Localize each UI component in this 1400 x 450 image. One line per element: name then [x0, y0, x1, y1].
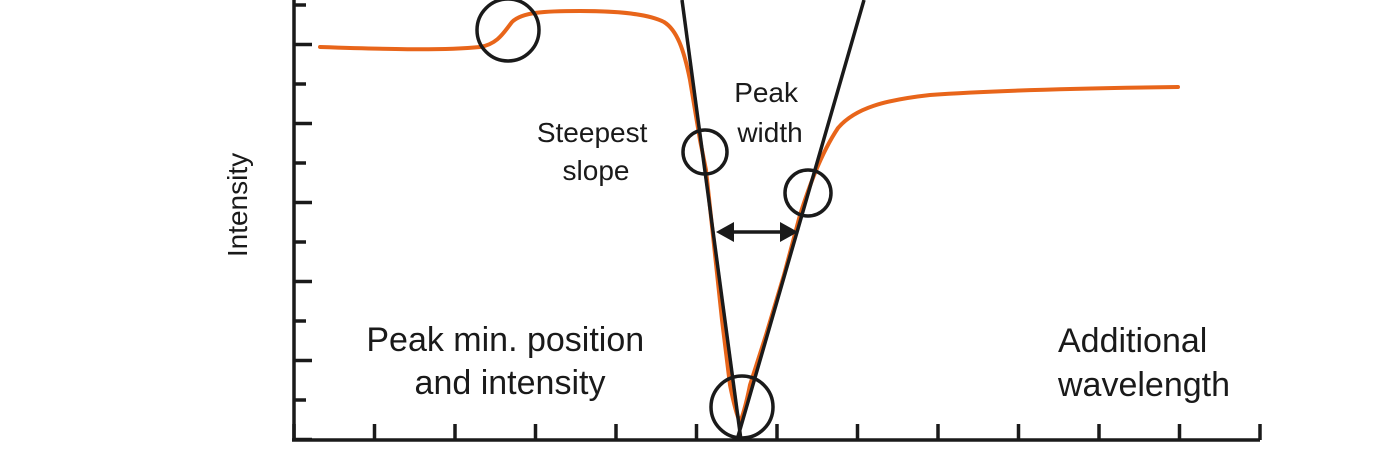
peak-min-marker-circle — [709, 374, 775, 440]
y-axis-ticks — [294, 3, 312, 442]
peak-min-label: Peak min. position and intensity — [366, 321, 653, 402]
right-slope-marker-circle — [783, 168, 833, 218]
shoulder-marker-circle — [475, 0, 541, 63]
intensity-curve — [318, 9, 1180, 424]
x-axis — [292, 424, 1262, 442]
right-tangent-line — [735, 0, 866, 441]
y-axis — [292, 0, 312, 442]
steepest-slope-label: Steepest slope — [537, 117, 655, 186]
additional-wavelength-label: Additional wavelength — [1057, 322, 1230, 404]
y-axis-label: Intensity — [222, 153, 253, 257]
peak-width-label: Peak width — [734, 77, 806, 148]
left-tangent-line — [680, 0, 743, 441]
x-axis-ticks — [292, 424, 1262, 440]
peak-width-arrow — [716, 222, 798, 242]
left-slope-marker-circle — [681, 128, 729, 176]
